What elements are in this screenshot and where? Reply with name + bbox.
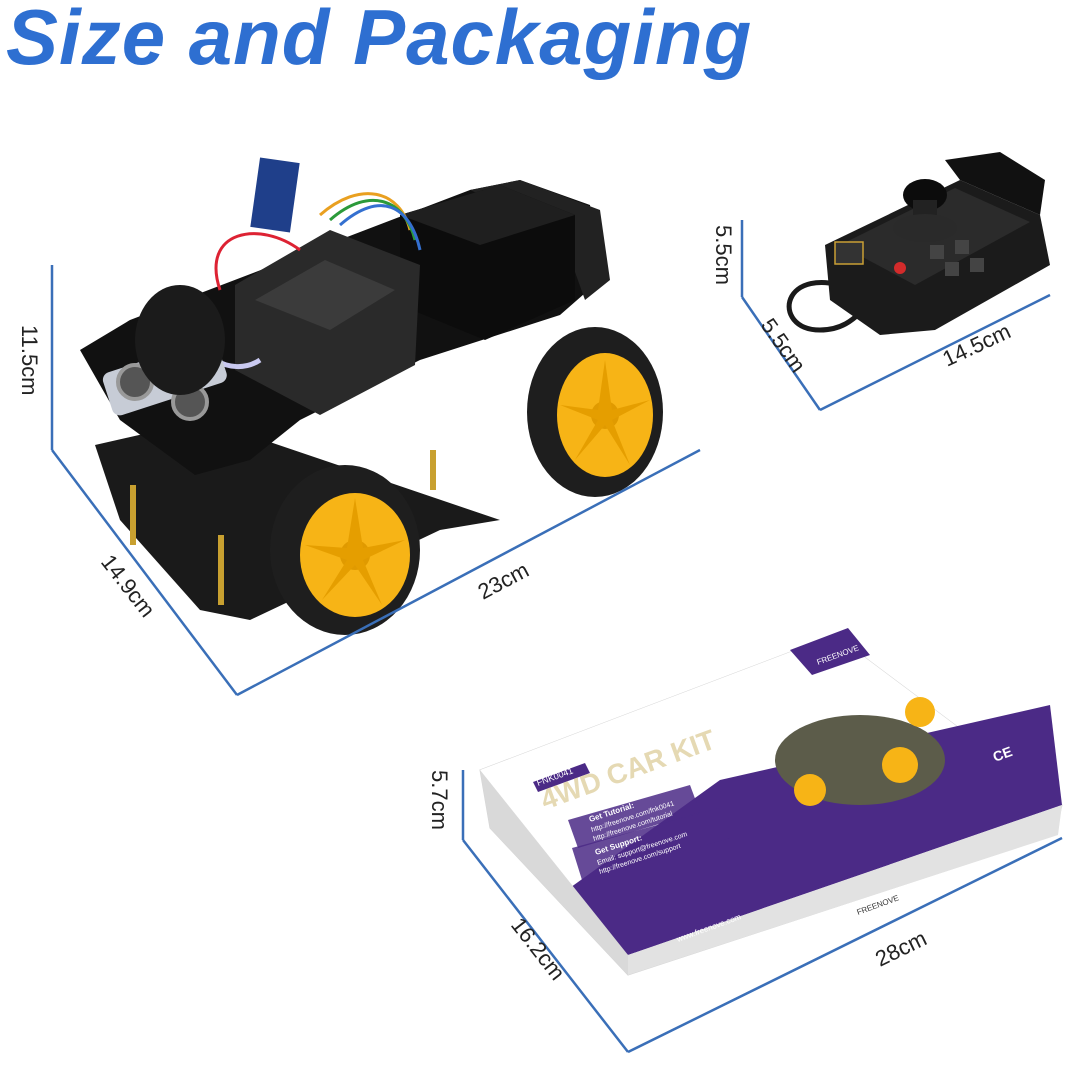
car-width-label: 14.9cm [96,550,160,622]
controller-image [786,152,1050,335]
controller-width-label: 5.5cm [756,314,811,377]
controller-length-label: 14.5cm [939,318,1015,371]
car-dimension-lines [50,265,701,697]
box-marks: CE [991,743,1015,765]
car-image [80,157,663,635]
controller-dimension-lines [740,220,1051,412]
box-height-label: 5.7cm [427,770,452,830]
box-dimension-lines [461,770,1063,1054]
page-title: Size and Packaging [6,0,753,81]
car-height-label: 11.5cm [17,325,42,396]
controller-height-label: 5.5cm [711,225,736,285]
box-width-label: 16.2cm [506,913,570,985]
box-image [479,628,1063,976]
box-length-label: 28cm [871,925,930,971]
